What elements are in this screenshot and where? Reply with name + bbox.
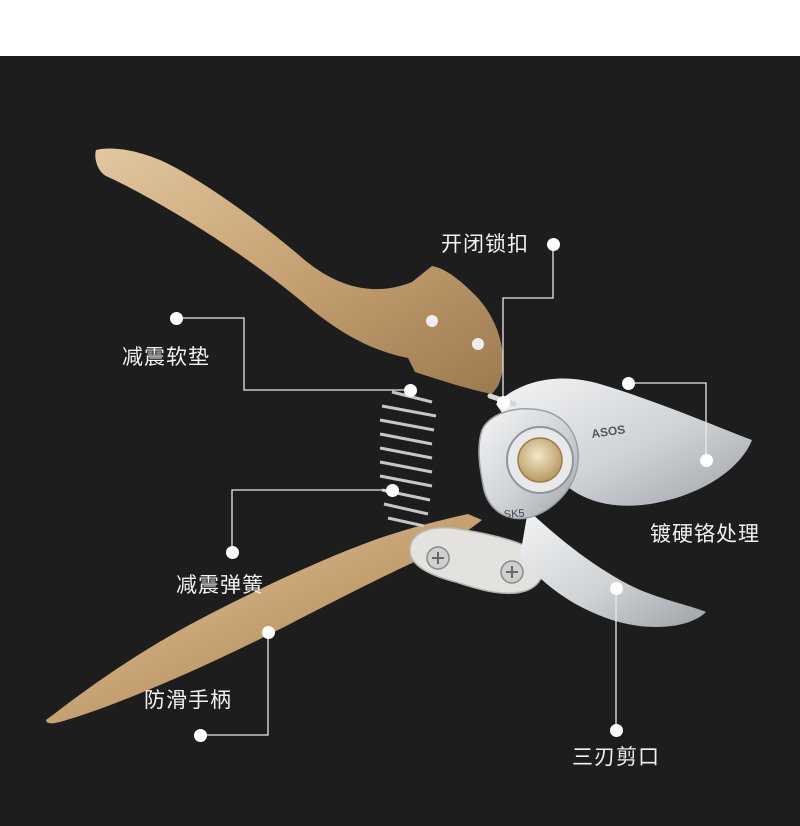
blade-brand-mark: ASOS xyxy=(590,422,626,441)
callout-dot-pad xyxy=(169,311,183,325)
hook-blade xyxy=(520,510,706,627)
callout-dot-blade xyxy=(609,581,623,595)
callout-label-handle: 防滑手柄 xyxy=(144,688,232,712)
lower-handle xyxy=(46,514,482,724)
callout-dot-blade-end xyxy=(609,723,623,737)
callout-line-spring xyxy=(231,489,392,552)
plate-screw-2-slot xyxy=(506,566,518,578)
upper-handle-rivet-1 xyxy=(426,315,438,327)
callout-label-chrome: 镀硬铬处理 xyxy=(650,522,760,546)
callout-dot-spring-end xyxy=(385,483,399,497)
callout-line-handle xyxy=(200,632,269,736)
callout-dot-pad-end xyxy=(403,383,417,397)
plate-screw-1-slot xyxy=(432,552,444,564)
upper-handle-rivet-2 xyxy=(472,338,484,350)
callout-dot-chrome-end xyxy=(699,453,713,467)
callout-label-pad: 减震软垫 xyxy=(122,345,210,369)
callout-dot-lock xyxy=(546,237,560,251)
callout-line-pad xyxy=(176,317,410,391)
callout-dot-chrome xyxy=(621,376,635,390)
callout-line-chrome xyxy=(628,382,707,460)
callout-dot-spring xyxy=(225,545,239,559)
coil-spring xyxy=(379,390,437,528)
callout-line-lock xyxy=(502,244,554,402)
blade-marking: SK5 xyxy=(503,508,525,521)
upper-handle xyxy=(95,148,504,394)
callout-dot-lock-end xyxy=(496,395,510,409)
callout-dot-handle xyxy=(193,728,207,742)
callout-label-spring: 减震弹簧 xyxy=(176,573,264,597)
callout-label-lock: 开闭锁扣 xyxy=(441,232,529,256)
callout-dot-handle-end xyxy=(261,625,275,639)
pivot-bolt xyxy=(517,437,563,483)
callout-label-blade: 三刃剪口 xyxy=(572,745,660,769)
